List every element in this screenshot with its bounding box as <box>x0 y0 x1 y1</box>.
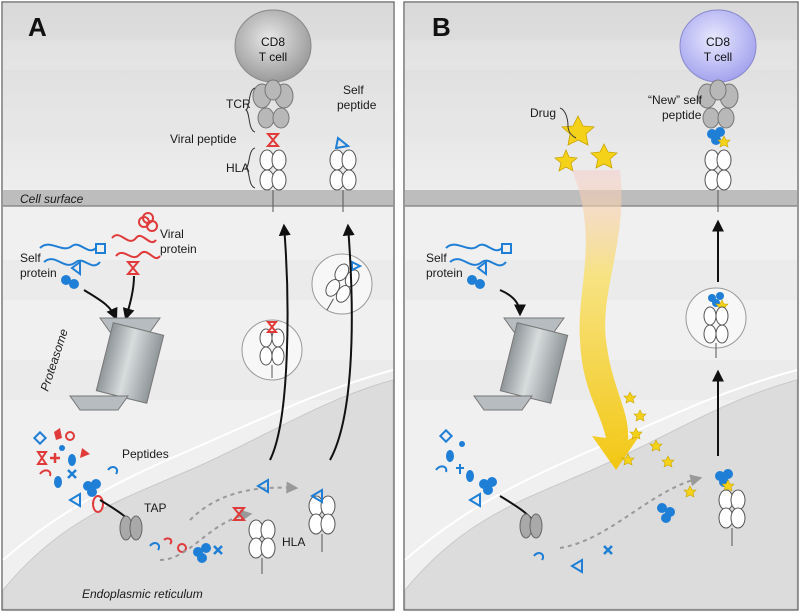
viral-peptide-mark <box>265 133 281 147</box>
viral-protein-label: Viral <box>160 227 184 241</box>
stripe <box>3 110 393 140</box>
er-peptides <box>149 537 223 563</box>
arrow-self-to-proteasome <box>499 289 526 317</box>
vesicle-self <box>311 253 373 315</box>
dashed-path-new-self <box>559 474 703 549</box>
tcr <box>697 79 739 129</box>
hla-er-self <box>308 495 336 552</box>
viral-protein <box>111 212 161 275</box>
drug-brace <box>559 107 577 139</box>
er-label: Endoplasmic reticulum <box>82 587 203 601</box>
stripe <box>3 360 393 400</box>
tap-transporter <box>119 515 143 541</box>
self-protein-label-2: protein <box>20 266 57 280</box>
cell-surface-label: Cell surface <box>20 192 84 206</box>
hla-vesicle-new-self <box>703 292 729 358</box>
tcr <box>252 79 294 129</box>
t-cell-label: CD8 <box>261 35 285 49</box>
panel-letter: B <box>432 12 451 42</box>
self-protein <box>39 243 106 276</box>
endoplasmic-reticulum <box>2 379 394 610</box>
self-protein-blob <box>467 275 477 285</box>
hla-molecule-self <box>329 149 357 212</box>
self-protein-label: Self <box>426 251 447 265</box>
arrow-viral-to-proteasome <box>122 275 135 321</box>
viral-peptide-er <box>231 507 247 521</box>
peptides-label: Peptides <box>122 447 169 461</box>
self-peptide-label-2: peptide <box>337 98 377 112</box>
stripe <box>3 40 393 70</box>
self-protein-label: Self <box>20 251 41 265</box>
panel-b: B CD8 T cell “New” self peptide <box>403 1 799 611</box>
panel-letter: A <box>28 12 47 42</box>
hla-er-drug-loaded <box>715 469 746 546</box>
hla-vesicle-viral <box>259 328 285 378</box>
t-cell-label-2: T cell <box>259 50 287 64</box>
extracellular-space <box>3 3 393 193</box>
drug-molecules <box>554 115 618 172</box>
drug-entry-arrow <box>572 170 642 470</box>
new-self-peptide-label-2: peptide <box>662 108 702 122</box>
drug-label: Drug <box>530 106 556 120</box>
self-protein-blob <box>475 279 485 289</box>
tcr-brace <box>244 87 256 133</box>
self-peptide-loaded <box>310 488 323 504</box>
t-cell-label-2: T cell <box>704 50 732 64</box>
self-peptide-mark <box>334 136 351 150</box>
endoplasmic-reticulum <box>404 379 798 610</box>
arrow-er-to-surface-self <box>329 223 355 461</box>
panel-a: A CD8 T cell TCR Viral peptide HLA Self <box>1 1 395 611</box>
arrow-self-to-proteasome <box>83 289 118 321</box>
tap-label: TAP <box>144 501 166 515</box>
hla-er-label: HLA <box>282 535 305 549</box>
hla-molecule <box>704 149 732 212</box>
cell-membrane <box>3 190 393 206</box>
arrow-er-to-surface-viral <box>269 223 291 461</box>
proteasome <box>473 317 569 411</box>
tcr-label: TCR <box>226 97 251 111</box>
proteasome <box>69 317 165 411</box>
viral-peptide-vesicle <box>265 321 279 333</box>
self-peptide-vesicle <box>351 260 363 272</box>
peptides-cluster <box>32 428 118 513</box>
tap-transporter <box>519 513 543 539</box>
self-peptide-label: Self <box>343 83 364 97</box>
self-peptide-er <box>256 478 269 494</box>
hla-brace <box>244 147 256 189</box>
new-self-peptide-complex <box>707 127 731 148</box>
stripe <box>405 110 797 140</box>
dashed-path-viral <box>159 509 253 561</box>
t-cell-label: CD8 <box>706 35 730 49</box>
hla-molecule <box>259 149 287 212</box>
er-peptides <box>533 503 675 574</box>
hla-er-viral <box>248 519 276 574</box>
self-protein-blob <box>61 275 71 285</box>
hla-vesicle-self <box>325 263 360 311</box>
peptides-cluster <box>435 428 497 508</box>
viral-peptide-label: Viral peptide <box>170 132 237 146</box>
er-membrane <box>404 369 798 561</box>
hla-label: HLA <box>226 161 249 175</box>
self-protein <box>445 243 512 276</box>
viral-protein-label-2: protein <box>160 242 197 256</box>
new-self-peptide-label: “New” self <box>648 93 703 107</box>
self-protein-label-2: protein <box>426 266 463 280</box>
self-protein-blob <box>69 279 79 289</box>
er-membrane <box>2 369 394 561</box>
dashed-path-self <box>189 481 299 521</box>
drug-molecules-intracellular <box>621 391 697 498</box>
